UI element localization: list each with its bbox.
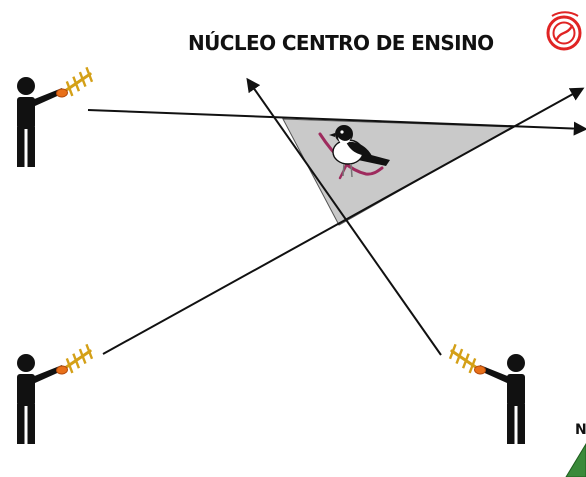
person-with-yagi-antenna-icon <box>17 77 64 167</box>
bearing-line-top-left <box>87 109 586 136</box>
observer-bottom-left <box>17 342 95 444</box>
yagi-antenna-icon <box>447 342 490 377</box>
error-triangle <box>282 118 514 226</box>
yagi-antenna-icon <box>52 65 95 100</box>
person-with-yagi-antenna-icon <box>478 354 525 444</box>
corner-label: N <box>575 422 586 438</box>
bird-on-branch-icon <box>318 125 390 180</box>
observer-bottom-right <box>447 342 525 444</box>
bearing-line-bottom-right <box>246 77 442 356</box>
yagi-antenna-icon <box>52 342 95 377</box>
person-with-yagi-antenna-icon <box>17 354 64 444</box>
observer-top-left <box>17 65 95 167</box>
circle-slash-wave-logo <box>546 11 582 51</box>
page-title: NÚCLEO CENTRO DE ENSINO <box>188 31 494 55</box>
bearing-line-bottom-left <box>102 87 585 355</box>
corner-triangle-shape <box>565 443 586 477</box>
